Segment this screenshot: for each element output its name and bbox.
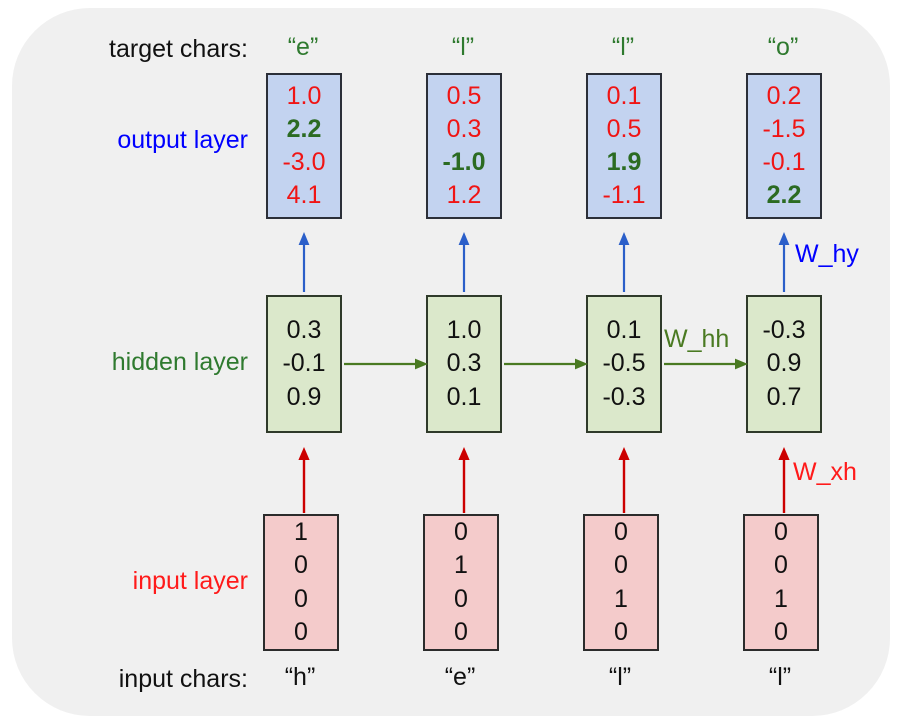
input-value: 0 xyxy=(614,551,628,580)
arrow-hidden-to-hidden-1 xyxy=(504,357,588,371)
input-vector-2: 0 0 1 0 xyxy=(583,514,659,651)
hidden-value: 0.3 xyxy=(286,316,322,345)
input-value: 0 xyxy=(614,518,628,546)
output-value: 0.2 xyxy=(766,81,802,110)
hidden-value: 0.1 xyxy=(446,382,482,411)
input-char-0: “h” xyxy=(284,663,316,691)
input-char-1: “e” xyxy=(444,663,476,691)
arrow-hidden-to-hidden-0 xyxy=(344,357,428,371)
arrow-hidden-to-output-0 xyxy=(297,232,311,292)
hidden-value: -0.3 xyxy=(762,316,806,345)
output-value: 1.0 xyxy=(286,81,322,110)
input-char-2: “l” xyxy=(608,663,632,691)
arrow-input-to-hidden-1 xyxy=(457,447,471,513)
input-vector-3: 0 0 1 0 xyxy=(743,514,819,651)
input-char-3: “l” xyxy=(768,663,792,691)
output-value: 4.1 xyxy=(286,181,322,210)
arrow-hidden-to-hidden-2 xyxy=(664,357,748,371)
output-value: 1.2 xyxy=(446,181,482,210)
output-value: -1.1 xyxy=(602,181,646,210)
arrow-input-to-hidden-0 xyxy=(297,447,311,513)
input-value: 0 xyxy=(454,518,468,546)
input-vector-1: 0 1 0 0 xyxy=(423,514,499,651)
target-char-0: “e” xyxy=(287,33,319,61)
target-char-1: “l” xyxy=(451,33,475,61)
hidden-vector-2: 0.1 -0.5 -0.3 xyxy=(586,295,662,433)
hidden-value: -0.1 xyxy=(282,349,326,378)
input-value: 1 xyxy=(294,518,308,546)
input-value: 1 xyxy=(614,584,628,613)
target-char-3: “o” xyxy=(767,33,799,61)
output-value: 2.2 xyxy=(766,181,802,210)
input-value: 0 xyxy=(294,584,308,613)
row-label-hidden-layer: hidden layer xyxy=(111,348,248,376)
output-value: -1.5 xyxy=(762,114,806,143)
output-value: 0.5 xyxy=(446,81,482,110)
input-value: 1 xyxy=(454,551,468,580)
input-value: 0 xyxy=(774,518,788,546)
input-vector-0: 1 0 0 0 xyxy=(263,514,339,651)
output-value: 2.2 xyxy=(286,114,322,143)
input-value: 0 xyxy=(294,551,308,580)
output-vector-1: 0.5 0.3 -1.0 1.2 xyxy=(426,73,502,219)
input-value: 0 xyxy=(454,617,468,646)
input-value: 1 xyxy=(774,584,788,613)
output-value: -1.0 xyxy=(442,148,486,176)
target-char-2: “l” xyxy=(611,33,635,61)
hidden-value: 0.9 xyxy=(286,382,322,411)
output-value: 0.5 xyxy=(606,114,642,143)
arrow-hidden-to-output-1 xyxy=(457,232,471,292)
input-value: 0 xyxy=(294,617,308,646)
arrow-input-to-hidden-2 xyxy=(617,447,631,513)
weight-label-w-hh: W_hh xyxy=(664,325,730,353)
hidden-value: -0.3 xyxy=(602,382,646,411)
weight-label-w-xh: W_xh xyxy=(793,458,857,486)
input-value: 0 xyxy=(454,584,468,613)
arrow-hidden-to-output-3 xyxy=(777,232,791,292)
output-value: -3.0 xyxy=(282,148,326,176)
hidden-value: 0.7 xyxy=(766,382,802,411)
arrow-input-to-hidden-3 xyxy=(777,447,791,513)
hidden-vector-1: 1.0 0.3 0.1 xyxy=(426,295,502,433)
hidden-vector-0: 0.3 -0.1 0.9 xyxy=(266,295,342,433)
hidden-value: 0.3 xyxy=(446,349,482,378)
weight-label-w-hy: W_hy xyxy=(795,240,859,268)
hidden-value: -0.5 xyxy=(602,349,646,378)
arrow-hidden-to-output-2 xyxy=(617,232,631,292)
row-label-target-chars: target chars: xyxy=(109,35,248,63)
output-vector-0: 1.0 2.2 -3.0 4.1 xyxy=(266,73,342,219)
row-label-input-layer: input layer xyxy=(132,567,248,595)
row-label-input-chars: input chars: xyxy=(118,665,248,693)
output-vector-3: 0.2 -1.5 -0.1 2.2 xyxy=(746,73,822,219)
input-value: 0 xyxy=(774,551,788,580)
output-value: -0.1 xyxy=(762,148,806,176)
output-vector-2: 0.1 0.5 1.9 -1.1 xyxy=(586,73,662,219)
hidden-value: 0.9 xyxy=(766,349,802,378)
output-value: 0.3 xyxy=(446,114,482,143)
input-value: 0 xyxy=(614,617,628,646)
input-value: 0 xyxy=(774,617,788,646)
hidden-vector-3: -0.3 0.9 0.7 xyxy=(746,295,822,433)
hidden-value: 0.1 xyxy=(606,316,642,345)
output-value: 0.1 xyxy=(606,81,642,110)
row-label-output-layer: output layer xyxy=(117,126,248,154)
hidden-value: 1.0 xyxy=(446,316,482,345)
output-value: 1.9 xyxy=(606,148,642,176)
